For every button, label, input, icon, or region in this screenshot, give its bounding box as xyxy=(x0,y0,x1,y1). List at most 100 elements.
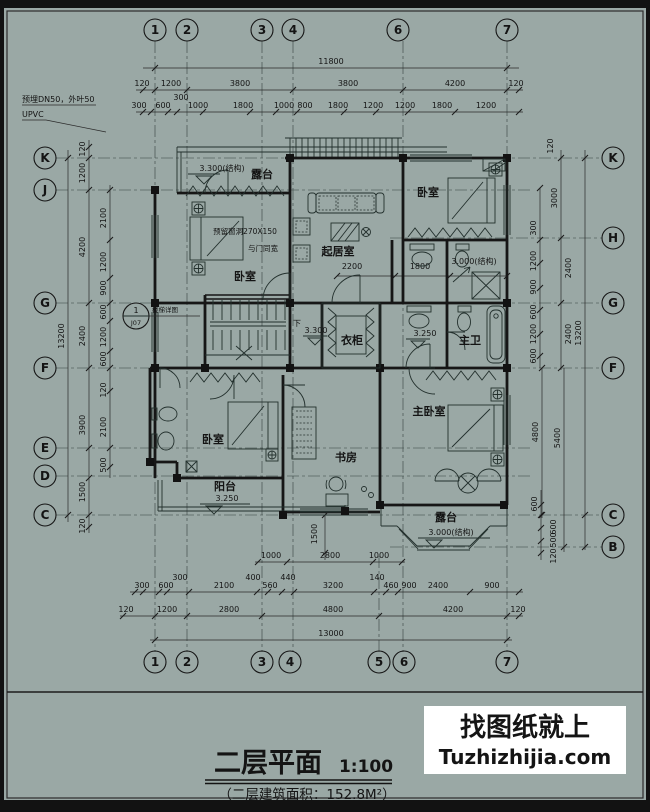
grid-bubble: F xyxy=(601,356,625,380)
grid-lines xyxy=(56,41,602,652)
grid-bubble: 7 xyxy=(495,18,519,42)
drawing-title: 二层平面 xyxy=(214,748,322,779)
dim-label: 120 xyxy=(99,382,108,397)
dim-label: 3900 xyxy=(78,415,87,435)
grid-bubble-label: G xyxy=(608,296,618,310)
dim-label: 900 xyxy=(401,581,416,590)
grid-bubble: H xyxy=(601,226,625,250)
dim-label: 120 xyxy=(508,79,523,88)
door-arcs xyxy=(159,169,466,408)
dim-label: 1000 xyxy=(261,551,281,560)
grid-bubble-label: 6 xyxy=(400,655,408,669)
dim-label: 3800 xyxy=(338,79,358,88)
dim-label: 600 xyxy=(155,101,170,110)
grid-bubbles-bottom: 1 2 3 4 5 6 7 xyxy=(143,650,519,674)
room-labels: 露台 卧室 起居室 卧室 衣柜 主卫 主卧室 书房 卧室 阳台 露台 下 xyxy=(202,167,481,524)
grid-bubble: D xyxy=(33,464,57,488)
dim-label: 140 xyxy=(369,573,384,582)
dim-label: 11800 xyxy=(318,57,343,66)
grid-bubbles-top: 1 2 3 4 6 7 xyxy=(143,18,519,42)
armchair xyxy=(292,217,311,236)
dim-label: 1800 xyxy=(328,101,348,110)
room-label: 主卧室 xyxy=(413,404,446,418)
casement-window-zigzag xyxy=(189,372,261,383)
dim-label: 1200 xyxy=(395,101,415,110)
sink xyxy=(409,243,435,267)
dim-label: 1200 xyxy=(529,324,538,344)
dim-label: 600 xyxy=(529,304,538,319)
dim-label: 4800 xyxy=(531,422,540,442)
dim-label: 13200 xyxy=(57,323,66,348)
nightstand-lamp xyxy=(191,201,206,216)
shower xyxy=(471,271,501,300)
grid-bubble-label: G xyxy=(40,296,50,310)
dim-label: 800 xyxy=(297,101,312,110)
dim-label: 2400 xyxy=(428,581,448,590)
grid-bubble-label: 4 xyxy=(289,23,297,37)
stair-detail-reference: 1 J07 楼梯详图 xyxy=(122,302,200,330)
dim-label: 5400 xyxy=(553,428,562,448)
dim-label: 1500 xyxy=(78,482,87,502)
bed xyxy=(227,401,279,450)
grid-bubble-label: 7 xyxy=(503,23,511,37)
dim-label: 2100 xyxy=(214,581,234,590)
toilet xyxy=(151,406,178,422)
room-label: 卧室 xyxy=(202,432,224,446)
grid-bubbles-left: K J G F E D C xyxy=(33,146,57,527)
stair-direction-cross xyxy=(235,345,253,361)
dim-label: 120 xyxy=(78,141,87,156)
grid-bubble-label: 3 xyxy=(258,23,266,37)
grid-bubble-label: 1 xyxy=(151,655,159,669)
column-markers xyxy=(146,154,511,519)
grid-bubble: 1 xyxy=(143,650,167,674)
nightstand-lamp xyxy=(265,448,279,462)
pipe-note-leader xyxy=(22,104,107,133)
desk-chair xyxy=(325,476,374,507)
dim-label: 300 xyxy=(173,93,188,102)
room-label: 卧室 xyxy=(417,185,439,199)
dim-label: 900 xyxy=(99,280,108,295)
room-label: 露台 xyxy=(435,510,457,524)
dim-label: 300 xyxy=(131,101,146,110)
dim-label: 600 xyxy=(158,581,173,590)
dim-label: 460 xyxy=(383,581,398,590)
grid-bubble: 5 xyxy=(367,650,391,674)
watermark-url: Tuzhizhijia.com xyxy=(439,745,611,769)
armchair xyxy=(292,244,311,263)
grid-bubble-label: K xyxy=(608,151,618,165)
grid-bubble: 7 xyxy=(495,650,519,674)
flue-box xyxy=(482,158,506,172)
sofa xyxy=(307,192,385,214)
grid-bubble-label: 6 xyxy=(394,23,402,37)
level-markers: 3.300(结构) 3.300 3.000(结构) 3.250 3.250 3.… xyxy=(188,163,497,549)
dim-label: 1200 xyxy=(99,327,108,347)
dim-label: 560 xyxy=(262,581,277,590)
sink xyxy=(151,431,175,451)
dimension-text-bottom: 1000 2800 1000 1500 300 600 300 2100 400… xyxy=(118,524,525,638)
grid-bubble: G xyxy=(33,291,57,315)
tv-cabinet xyxy=(330,222,360,242)
dim-label: 1200 xyxy=(161,79,181,88)
dim-label: 1000 xyxy=(369,551,389,560)
dim-label: 3200 xyxy=(323,581,343,590)
stair-ref-number: 1 xyxy=(133,306,138,315)
watermark: 找图纸就上 Tuzhizhijia.com xyxy=(424,706,626,774)
dim-label: 2400 xyxy=(78,326,87,346)
dim-label: 300 xyxy=(172,573,187,582)
opening-note-line1: 预留窗洞270X150 xyxy=(213,226,277,236)
grid-bubble-label: 2 xyxy=(183,23,191,37)
dim-label: 600 xyxy=(99,304,108,319)
dim-label: 1500 xyxy=(310,524,319,544)
room-label: 阳台 xyxy=(214,479,236,493)
grid-bubble-label: 1 xyxy=(151,23,159,37)
room-label: 露台 xyxy=(251,167,273,181)
grid-bubble: 4 xyxy=(281,18,305,42)
dim-label: 900 xyxy=(484,581,499,590)
dim-label: 900 xyxy=(529,279,538,294)
dim-label: 4200 xyxy=(445,79,465,88)
bathtub xyxy=(486,305,506,364)
bed xyxy=(447,177,496,224)
dim-label: 13200 xyxy=(574,320,583,345)
room-label: 起居室 xyxy=(321,244,355,258)
